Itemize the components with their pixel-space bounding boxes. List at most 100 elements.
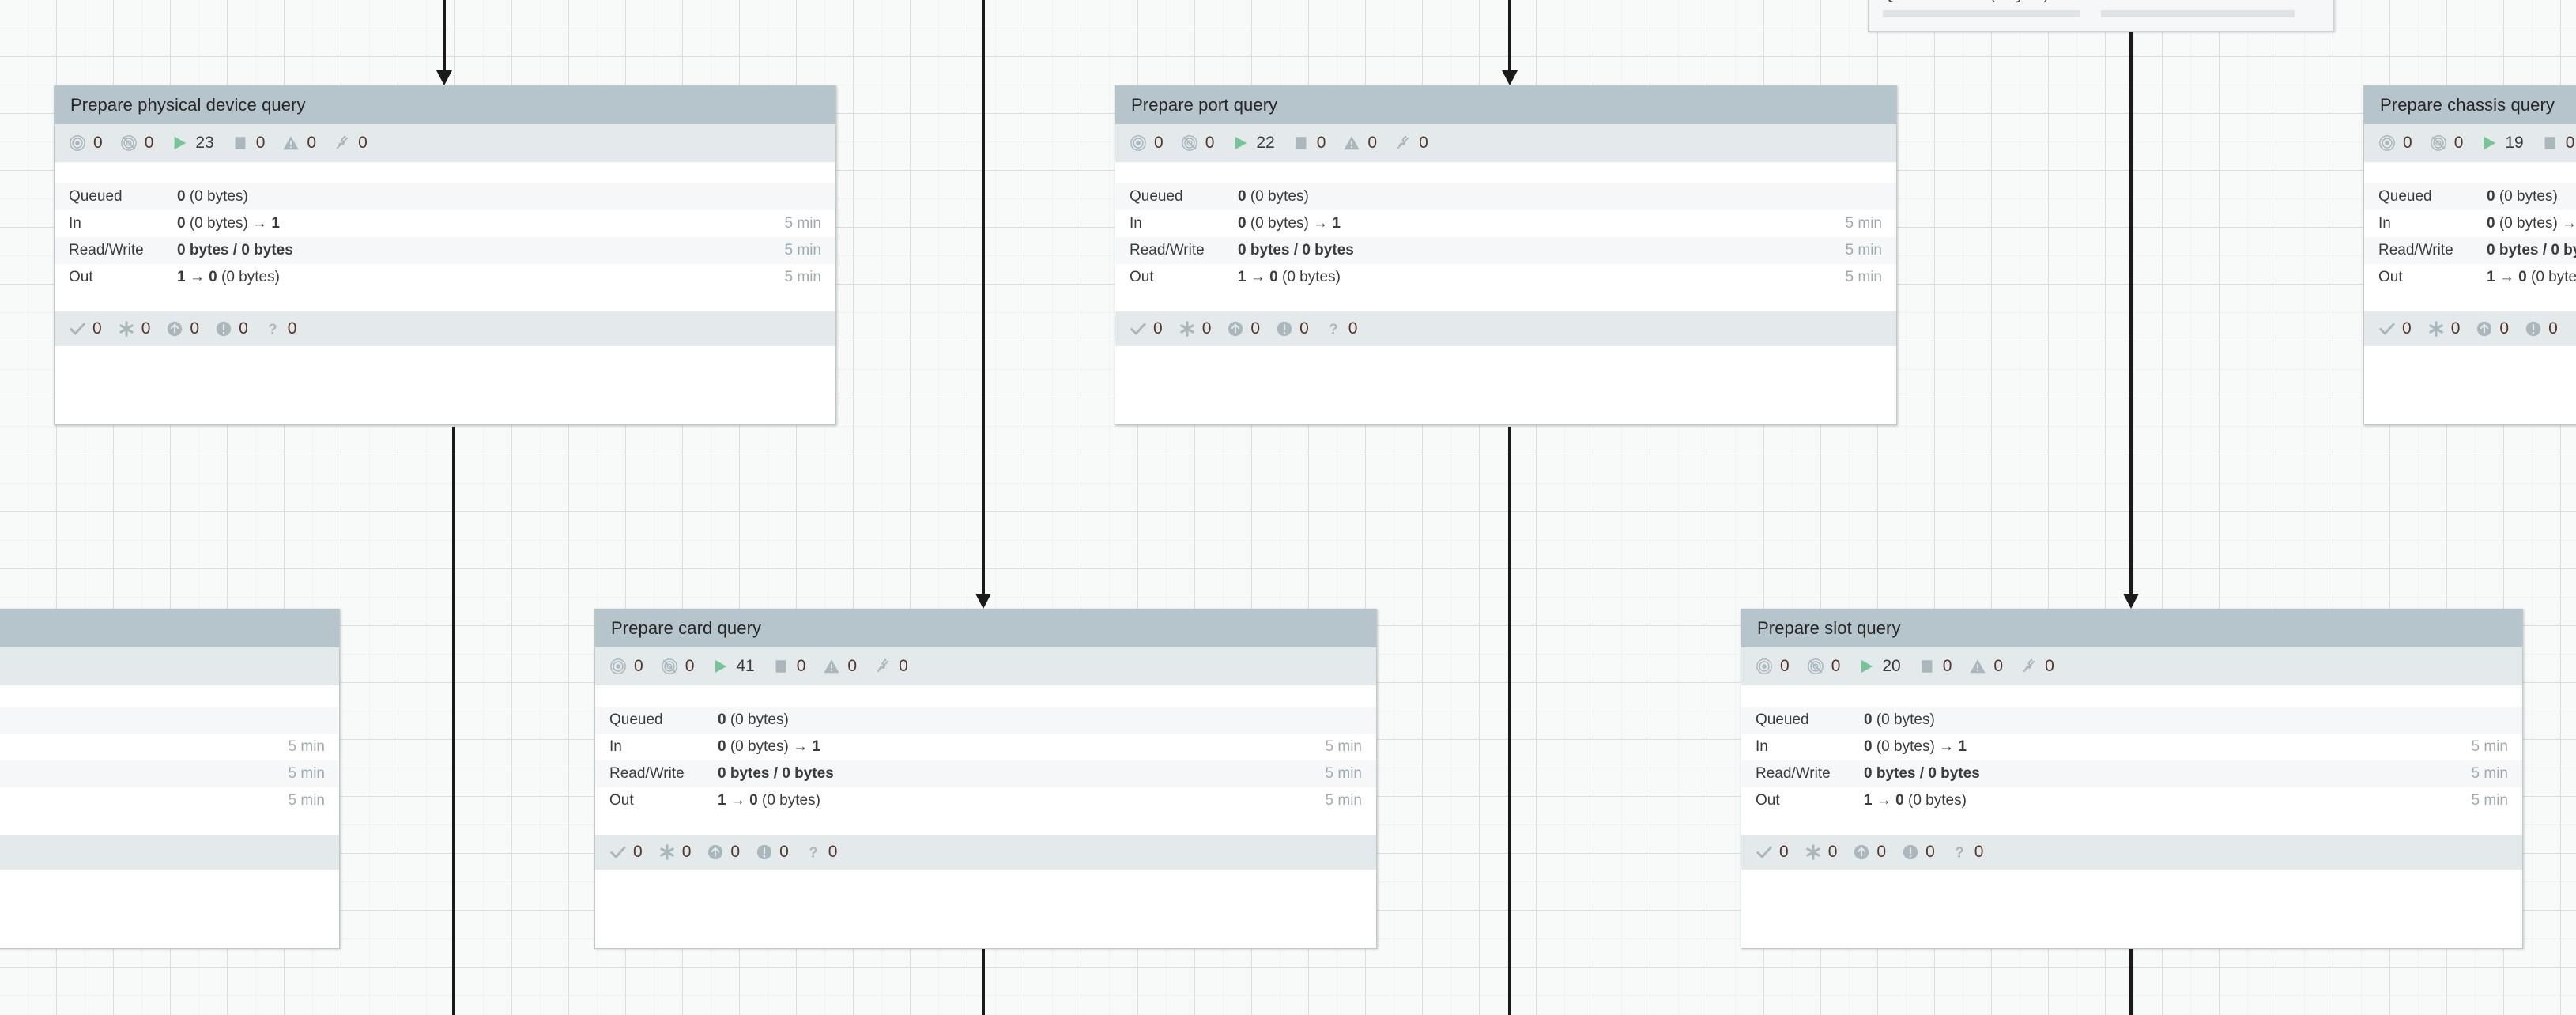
stat-timeframe: 5 min xyxy=(1325,738,1362,755)
stat-value: 1 → 0 (0 bytes) xyxy=(177,269,280,285)
transmitting-icon xyxy=(69,134,86,152)
version-question: ?0 xyxy=(1325,319,1357,338)
stat-label: Queued xyxy=(1883,0,1978,4)
connector-line xyxy=(2129,0,2133,598)
transmitting-icon xyxy=(1130,134,1147,152)
stat-timeframe: 5 min xyxy=(784,215,821,232)
stat-value: 0 (0 bytes) xyxy=(177,188,248,205)
stat-value: 0 (0 bytes) → 1 xyxy=(177,215,280,232)
stat-label: Out xyxy=(2378,269,2403,285)
version-upload: 0 xyxy=(707,843,740,862)
processor-version-footer: 0 0 0 0 ?0 xyxy=(55,311,835,346)
processor-node-prepare-chassis-query[interactable]: Prepare chassis query 0 0 19 0 0 0Queued… xyxy=(2363,85,2576,425)
processor-header: Prepare slot query xyxy=(1741,609,2522,647)
not-transmitting-icon xyxy=(120,134,138,152)
stat-label: Out xyxy=(1756,792,1780,809)
conn-to-physical-device[interactable] xyxy=(436,0,452,85)
version-asterisk: 0 xyxy=(1179,319,1211,338)
status-count-running: 20 xyxy=(1882,656,1901,675)
status-count-running: 41 xyxy=(736,656,755,675)
asterisk-icon xyxy=(1805,843,1822,861)
status-count-transmitting: 0 xyxy=(634,656,643,675)
invalid-icon xyxy=(823,658,840,675)
status-count-transmitting: 0 xyxy=(1154,133,1164,152)
status-count-invalid: 0 xyxy=(1367,133,1378,152)
stat-label: Queued xyxy=(1130,188,1183,205)
stat-timeframe: 5 min xyxy=(2471,792,2508,809)
conn-to-port-query[interactable] xyxy=(1502,0,1518,85)
stat-label: Read/Write xyxy=(1756,765,1831,782)
status-invalid: 0 xyxy=(1343,134,1377,153)
status-not_transmitting: 0 xyxy=(1807,657,1840,676)
stat-timeframe: 5 min xyxy=(1845,215,1882,232)
status-disabled: 0 xyxy=(874,657,908,676)
processor-node-prepare-physical-device-query[interactable]: Prepare physical device query 0 0 23 0 0… xyxy=(54,85,836,425)
running-icon xyxy=(2480,134,2498,152)
version-asterisk: 0 xyxy=(658,843,691,862)
invalid-icon xyxy=(282,134,300,152)
check-icon xyxy=(609,843,627,861)
stat-row: In0 (0 bytes) → 15 min xyxy=(2364,210,2576,237)
processor-status-bar: 0 0 22 0 0 0 xyxy=(1115,124,1896,162)
processor-status-bar xyxy=(0,647,339,685)
stat-label: Read/Write xyxy=(1130,242,1205,258)
processor-node-prepare-port-query[interactable]: Prepare port query 0 0 22 0 0 0 Queued 0 (… xyxy=(1115,85,1897,425)
stat-label: In xyxy=(1130,215,1142,232)
version-count-upload: 0 xyxy=(2499,319,2510,338)
svg-text:?: ? xyxy=(1329,320,1337,337)
status-running: 19 xyxy=(2480,134,2524,153)
status-count-not_transmitting: 0 xyxy=(685,656,695,675)
conn-far-right-vertical[interactable] xyxy=(2129,949,2133,1015)
processor-header: Prepare card query xyxy=(595,609,1376,647)
stat-label: Read/Write xyxy=(69,242,144,258)
stopped-icon xyxy=(772,658,790,675)
stat-value: 0 bytes / 0 bytes xyxy=(177,242,293,258)
svg-text:?: ? xyxy=(809,843,817,860)
status-count-transmitting: 0 xyxy=(2403,133,2412,152)
body-footer-spacer xyxy=(0,814,339,835)
stat-value: 0 (0 bytes) → 1 xyxy=(718,738,820,755)
disabled-icon xyxy=(874,658,892,675)
not-transmitting-icon xyxy=(2430,134,2447,152)
conn-left-vertical[interactable] xyxy=(452,427,455,1015)
conn-right-vertical[interactable] xyxy=(1508,427,1511,1015)
conn-to-card-query[interactable] xyxy=(975,0,991,609)
disabled-icon xyxy=(2020,658,2038,675)
stat-value: 0 bytes / 0 bytes xyxy=(1864,765,1980,782)
status-count-not_transmitting: 0 xyxy=(2453,133,2464,152)
status-running: 20 xyxy=(1858,656,1901,676)
status-running: 41 xyxy=(711,656,755,676)
version-count-check: 0 xyxy=(633,843,643,861)
connector-arrowhead xyxy=(975,594,991,609)
status-body-spacer xyxy=(55,162,835,183)
conn-to-slot-query[interactable] xyxy=(2123,0,2139,609)
status-body-spacer xyxy=(595,685,1376,707)
stat-value: 0 (0 bytes) xyxy=(1238,188,1309,205)
not-transmitting-icon xyxy=(1807,658,1824,675)
processor-header: Prepare port query xyxy=(1115,86,1896,124)
disabled-icon xyxy=(334,134,351,152)
processor-header xyxy=(0,609,339,647)
question-icon: ? xyxy=(805,843,822,861)
conn-mid-vertical[interactable] xyxy=(982,949,985,1015)
version-check: 0 xyxy=(1130,319,1163,338)
connector-line xyxy=(1508,427,1511,1015)
question-icon: ? xyxy=(1325,320,1342,338)
status-count-disabled: 0 xyxy=(1419,133,1428,152)
